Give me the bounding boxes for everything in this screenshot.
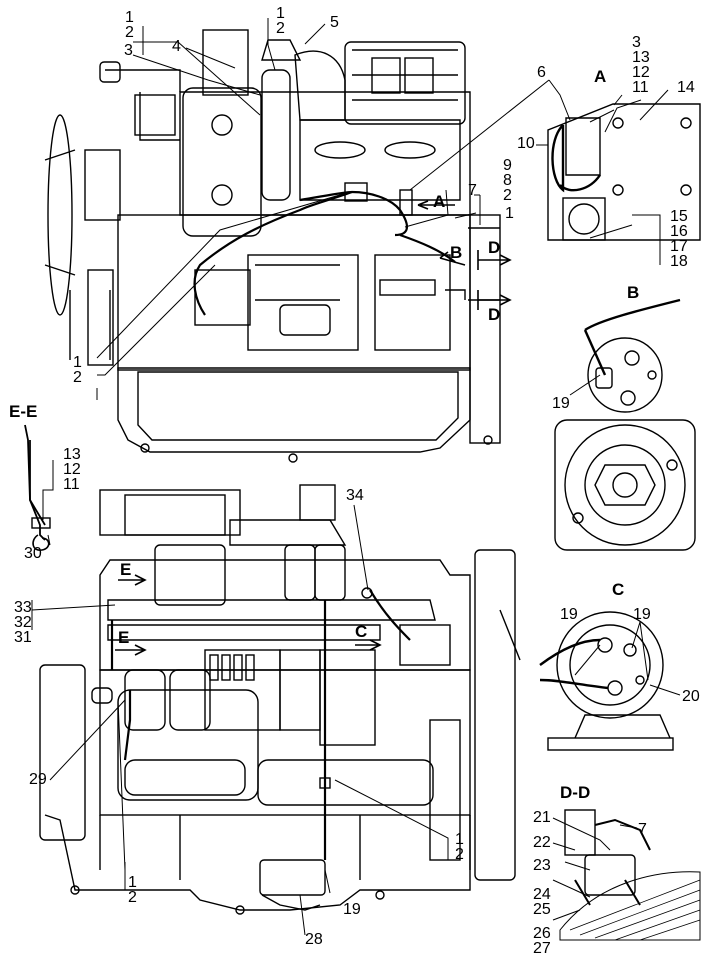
- view-b-starter: [554, 298, 696, 551]
- callout-21-dd: 21: [533, 809, 551, 826]
- callout-10-a: 10: [517, 135, 535, 152]
- callout-19-b: 19: [552, 395, 570, 412]
- callout-number: 1: [125, 9, 134, 26]
- callout-1-2-top-center: 1 2: [276, 5, 285, 37]
- callout-4-top: 4: [172, 38, 181, 55]
- callout-number: 13: [632, 49, 650, 66]
- callout-26-27-dd: 26 27: [533, 925, 551, 957]
- callout-1-2-bottom-left: 1 2: [128, 874, 137, 906]
- callout-23-dd: 23: [533, 857, 551, 874]
- callout-1-top-right: 1: [505, 205, 514, 222]
- callout-number: 16: [670, 223, 688, 240]
- callout-number: 2: [128, 889, 137, 906]
- callout-34-bottom: 34: [346, 487, 364, 504]
- callout-33-32-31-bottom: 33 32 31: [14, 599, 32, 646]
- callout-number: 2: [503, 187, 512, 204]
- callout-14-a: 14: [677, 79, 695, 96]
- callout-number: 25: [533, 901, 551, 918]
- callout-9-8-2-top: 9 8 2: [503, 157, 512, 204]
- view-arrow-a: A: [433, 192, 446, 211]
- callout-19-bottom: 19: [343, 901, 361, 918]
- section-label-ee: E-E: [9, 402, 38, 421]
- callout-3-top: 3: [124, 42, 133, 59]
- section-label-a: A: [594, 67, 607, 86]
- callout-number: 12: [632, 64, 650, 81]
- callout-number: 8: [503, 172, 512, 189]
- callout-15-16-17-18-a: 15 16 17 18: [670, 208, 688, 270]
- callout-number: 2: [125, 24, 134, 41]
- callout-number: 1: [128, 874, 137, 891]
- view-dd-section: [559, 809, 701, 941]
- callout-20-c: 20: [682, 688, 700, 705]
- cut-marker-e-bottom: E: [118, 628, 130, 647]
- callout-29-bottom: 29: [29, 771, 47, 788]
- callout-number: 9: [503, 157, 512, 174]
- callout-number: 12: [63, 461, 81, 478]
- callout-24-25-dd: 24 25: [533, 886, 551, 918]
- callout-30-ee: 30: [24, 545, 42, 562]
- callout-5-top: 5: [330, 14, 339, 31]
- callout-number: 17: [670, 238, 688, 255]
- view-ee-detail: [24, 424, 51, 551]
- callout-number: 27: [533, 940, 551, 957]
- callout-number: 2: [276, 20, 285, 37]
- callout-3-13-12-11-a: 3 13 12 11: [632, 34, 650, 96]
- callout-number: 33: [14, 599, 32, 616]
- section-markers: [115, 200, 512, 656]
- callout-number: 3: [632, 34, 641, 51]
- callout-number: 2: [455, 846, 464, 863]
- callout-number: 26: [533, 925, 551, 942]
- cut-marker-d-bottom: D: [488, 305, 501, 324]
- callout-7-top: 7: [468, 182, 477, 199]
- section-label-c: C: [612, 580, 625, 599]
- callout-number: 32: [14, 614, 32, 631]
- callout-number: 1: [455, 831, 464, 848]
- cut-marker-e-top: E: [120, 560, 132, 579]
- callout-number: 15: [670, 208, 688, 225]
- callout-number: 11: [63, 476, 80, 493]
- callout-22-dd: 22: [533, 834, 551, 851]
- top-engine-view: [44, 29, 501, 463]
- callout-number: 24: [533, 886, 551, 903]
- callout-number: 1: [276, 5, 285, 22]
- callout-6-top: 6: [537, 64, 546, 81]
- callout-number: 18: [670, 253, 688, 270]
- cut-marker-d-top: D: [488, 238, 501, 257]
- view-a-bracket: [547, 103, 701, 241]
- callout-1-2-top-bottom: 1 2: [73, 354, 82, 386]
- callout-19-c-right: 19: [633, 606, 651, 623]
- callout-7-dd: 7: [638, 821, 647, 838]
- callout-number: 13: [63, 446, 81, 463]
- callout-28-bottom: 28: [305, 931, 323, 948]
- view-arrow-b: B: [450, 243, 463, 262]
- callout-number: 2: [73, 369, 82, 386]
- view-c-terminal: [539, 611, 674, 751]
- leader-lines: [31, 18, 681, 936]
- callout-number: 31: [14, 629, 32, 646]
- callout-1-2-top-left: 1 2: [125, 9, 134, 41]
- section-label-dd: D-D: [560, 783, 591, 802]
- view-arrow-c: C: [355, 622, 368, 641]
- bottom-engine-view: [39, 484, 521, 915]
- callout-number: 11: [632, 79, 649, 96]
- callout-1-2-bottom-right: 1 2: [455, 831, 464, 863]
- callout-number: 1: [73, 354, 82, 371]
- callout-13-12-11-ee: 13 12 11: [63, 446, 81, 493]
- section-label-b: B: [627, 283, 640, 302]
- callout-19-c-left: 19: [560, 606, 578, 623]
